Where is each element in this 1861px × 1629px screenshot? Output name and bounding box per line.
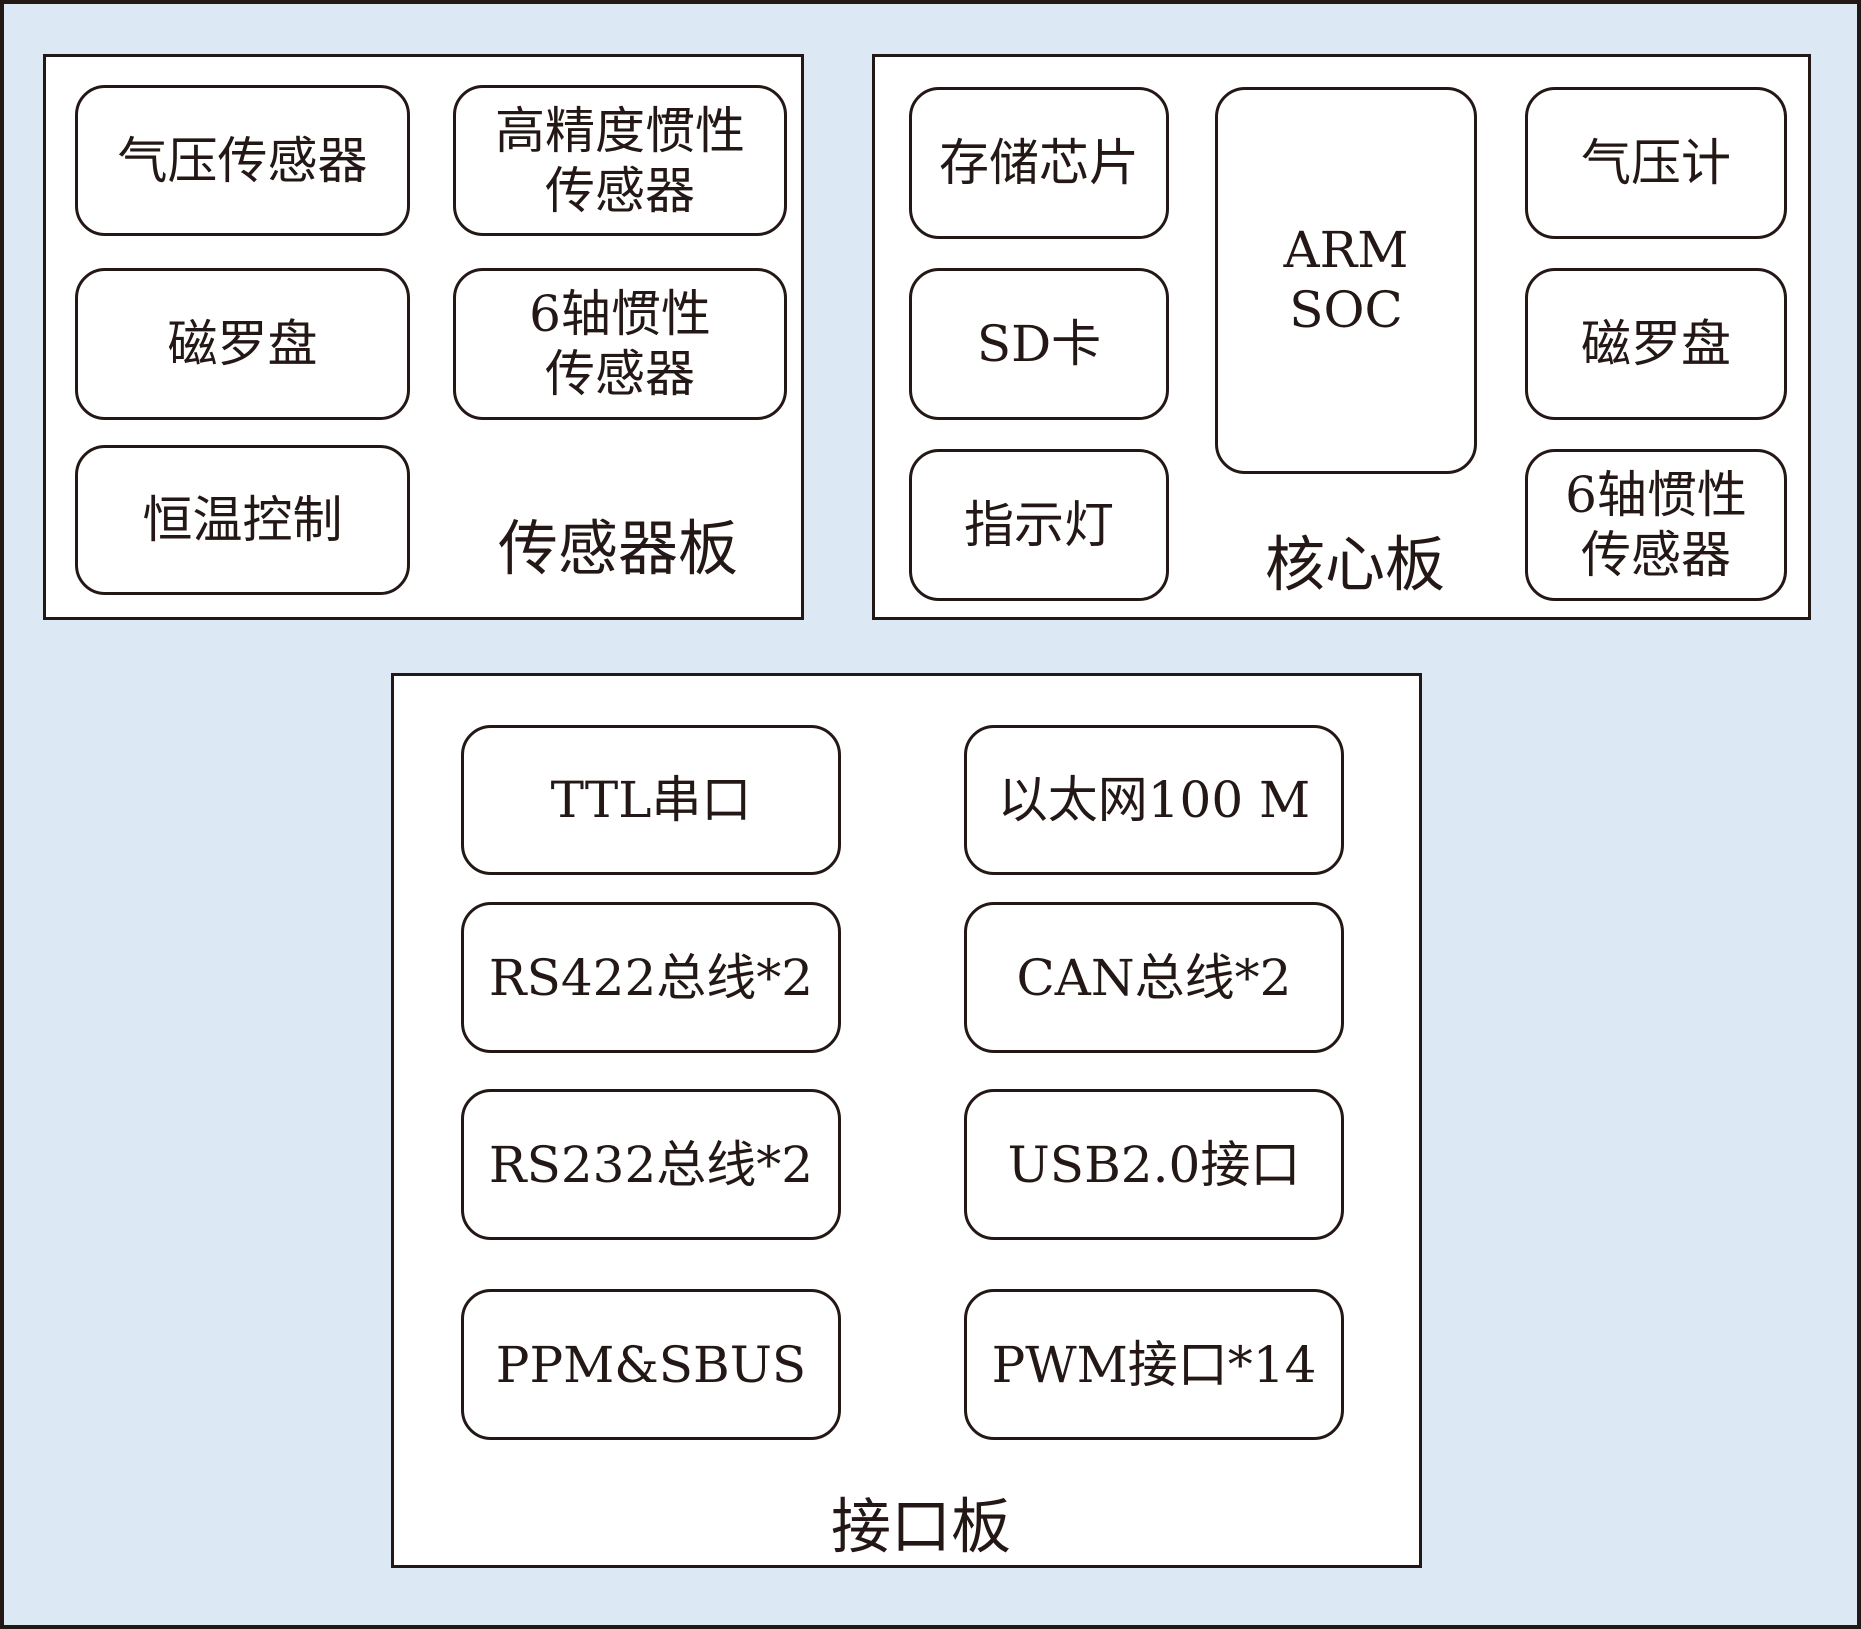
- iface-ppm-sbus: PPM&SBUS: [461, 1289, 841, 1440]
- core-board-title: 核心板: [1265, 530, 1445, 601]
- core-6axis-imu: 6轴惯性 传感器: [1525, 449, 1787, 601]
- sensor-thermostat-control: 恒温控制: [75, 445, 410, 595]
- iface-can: CAN总线*2: [964, 902, 1344, 1053]
- core-sd-card: SD卡: [909, 268, 1169, 420]
- interface-board-title: 接口板: [831, 1492, 1011, 1563]
- sensor-magnetic-compass: 磁罗盘: [75, 268, 410, 420]
- core-magnetic-compass: 磁罗盘: [1525, 268, 1787, 420]
- sensor-6axis-imu: 6轴惯性 传感器: [453, 268, 787, 420]
- core-indicator-light: 指示灯: [909, 449, 1169, 601]
- core-storage-chip: 存储芯片: [909, 87, 1169, 239]
- sensor-board-title: 传感器板: [498, 514, 738, 585]
- iface-rs232: RS232总线*2: [461, 1089, 841, 1240]
- core-arm-soc: ARM SOC: [1215, 87, 1477, 474]
- core-barometer: 气压计: [1525, 87, 1787, 239]
- iface-usb: USB2.0接口: [964, 1089, 1344, 1240]
- sensor-high-precision-imu: 高精度惯性 传感器: [453, 85, 787, 236]
- iface-rs422: RS422总线*2: [461, 902, 841, 1053]
- iface-ttl-serial: TTL串口: [461, 725, 841, 875]
- sensor-barometric-sensor: 气压传感器: [75, 85, 410, 236]
- iface-ethernet: 以太网100 M: [964, 725, 1344, 875]
- iface-pwm: PWM接口*14: [964, 1289, 1344, 1440]
